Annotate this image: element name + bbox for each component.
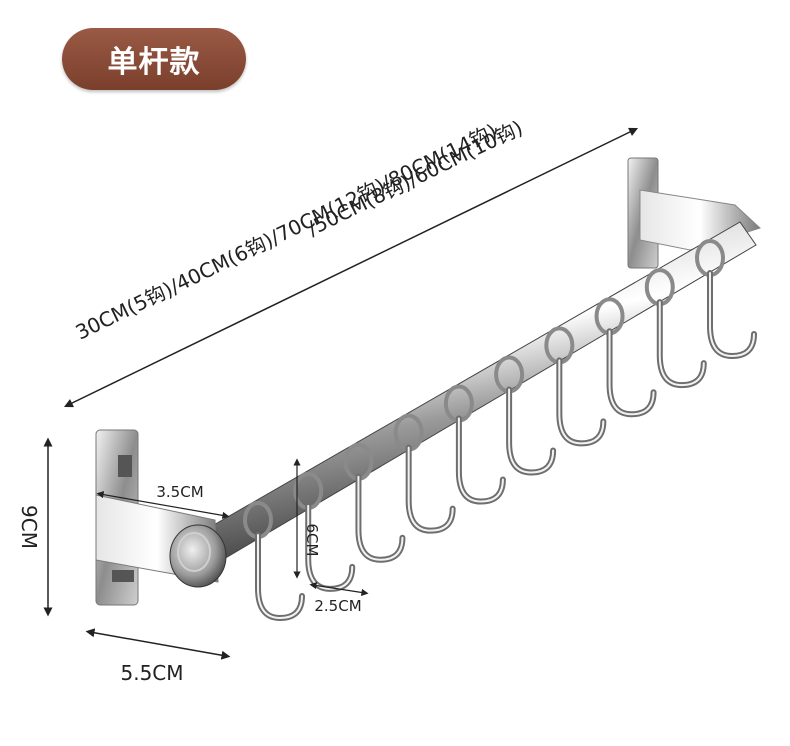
height-label: 9CM (17, 505, 41, 549)
hook-arm (405, 444, 456, 534)
hook-spacing-label: 2.5CM (314, 597, 361, 615)
base-width-dimension-line (85, 628, 231, 660)
hook-spacing-dimension-line (309, 581, 369, 597)
bar-offset-label: 3.5CM (156, 483, 203, 501)
hook-arm (606, 328, 657, 418)
hook-arm (556, 357, 607, 447)
hook-arm-highlight (257, 534, 303, 620)
hook-arm-highlight (407, 446, 454, 532)
hook-arm (656, 299, 707, 389)
length-dimension-line (63, 127, 639, 408)
hooks-group (243, 239, 757, 622)
hook-arm-highlight (508, 388, 555, 474)
style-badge: 单杆款 (62, 28, 246, 90)
hook-arm (455, 415, 506, 505)
hook-arm (255, 532, 305, 622)
hook-arm-highlight (709, 272, 755, 358)
hook (695, 239, 757, 360)
hook-arm-highlight (658, 301, 705, 387)
base-width-label: 5.5CM (120, 661, 183, 685)
hook-arm-highlight (457, 417, 504, 503)
hook-arm (506, 386, 557, 476)
hook-height-label: 6CM (303, 524, 321, 557)
hook-arm-highlight (357, 475, 404, 561)
hanging-rod (204, 221, 757, 561)
hook (243, 501, 305, 622)
style-badge-label: 单杆款 (107, 45, 201, 80)
hook (393, 413, 456, 534)
hook (644, 268, 707, 389)
hook-arm (707, 270, 757, 360)
bar-offset-dimension-line (96, 491, 230, 519)
rod-end-cap (169, 524, 227, 588)
hook (343, 442, 406, 563)
hook-arm-highlight (608, 330, 655, 416)
hook-arm (355, 473, 406, 563)
hook-arm-highlight (558, 359, 605, 445)
length-label-line2: 30CM(5钩)/40CM(6钩)/70CM(12钩)/80CM(14钩) (72, 119, 501, 345)
